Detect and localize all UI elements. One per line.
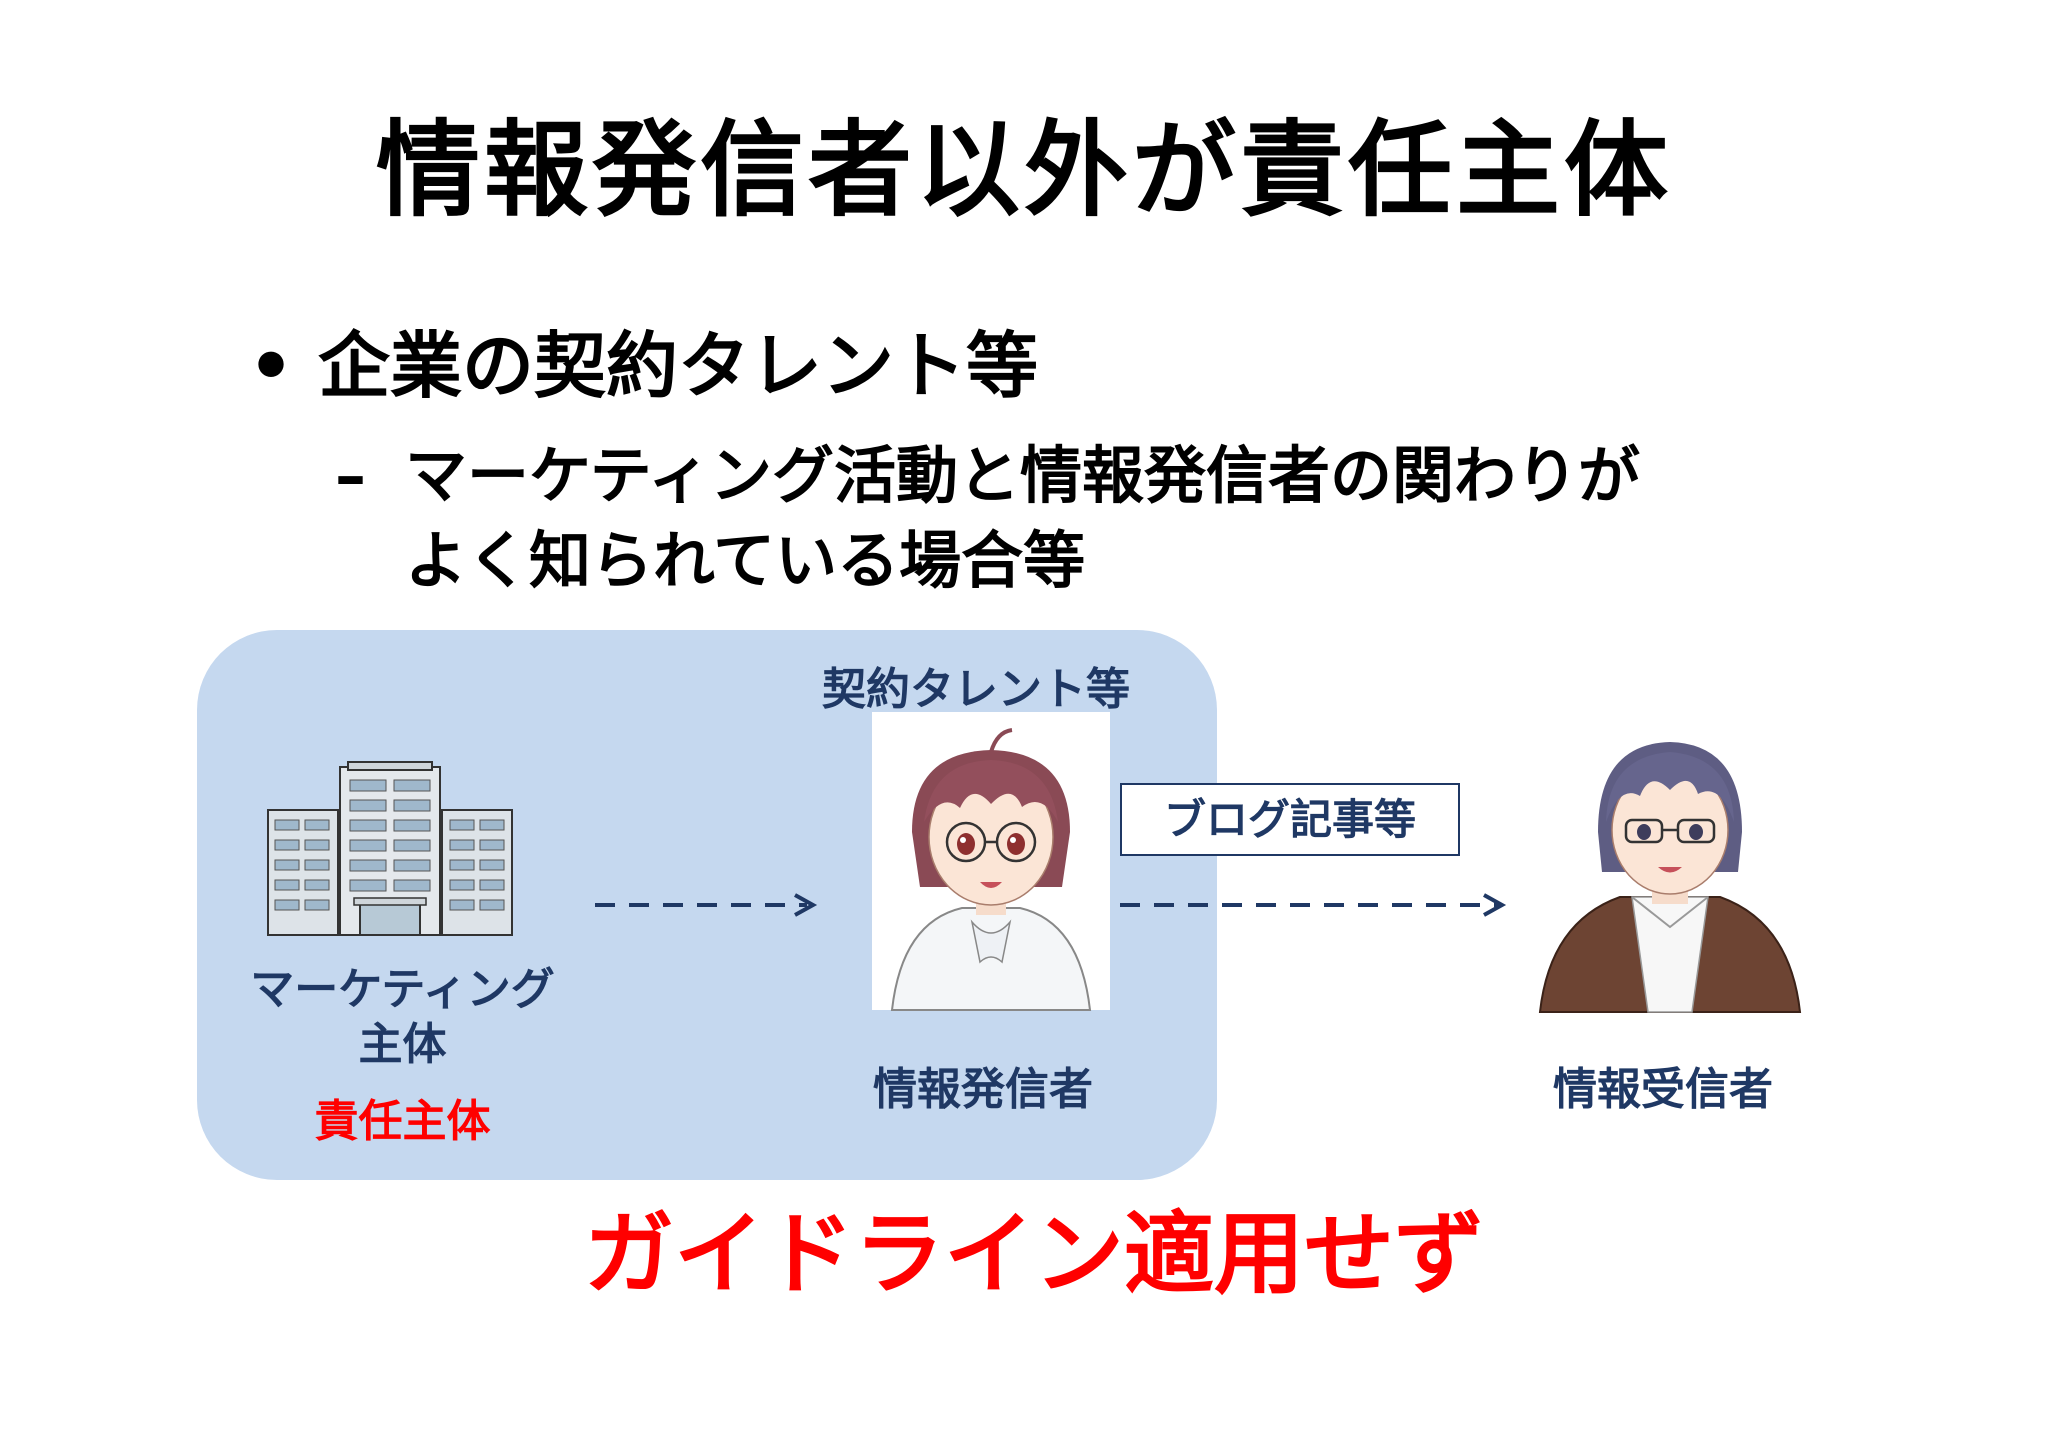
sender-person-icon	[872, 712, 1110, 1011]
marketing-entity-label-line2: 主体	[358, 1019, 447, 1070]
talent-label: 契約タレント等	[822, 664, 1130, 715]
blog-article-label: ブログ記事等	[1120, 783, 1460, 856]
bullet-level2-text-line2: よく知られている場合等	[405, 524, 1086, 597]
marketing-entity-label: マーケティング 主体	[225, 962, 580, 1072]
responsible-entity-label: 責任主体	[314, 1096, 491, 1147]
sender-label: 情報発信者	[873, 1064, 1093, 1115]
page-title: 情報発信者以外が責任主体	[375, 109, 1672, 231]
receiver-label: 情報受信者	[1553, 1064, 1773, 1115]
bullet-level1: •企業の契約タレント等	[248, 330, 1038, 402]
bullet-level1-text: 企業の契約タレント等	[318, 324, 1039, 408]
bullet-level2-text-line1: マーケティング活動と情報発信者の関わりが	[405, 439, 1641, 512]
arrow-sender-to-receiver	[1120, 893, 1507, 917]
arrow-marketing-to-sender	[595, 893, 818, 917]
building-icon	[267, 761, 513, 936]
receiver-person-icon	[1538, 742, 1802, 1013]
bullet-level2: –マーケティング活動と情報発信者の関わりが	[335, 445, 1640, 507]
bullet-dot-icon: •	[248, 324, 295, 408]
bullet-dash-icon: –	[335, 439, 366, 512]
marketing-entity-label-line1: マーケティング	[250, 964, 555, 1015]
conclusion-text: ガイドライン適用せず	[584, 1202, 1484, 1307]
